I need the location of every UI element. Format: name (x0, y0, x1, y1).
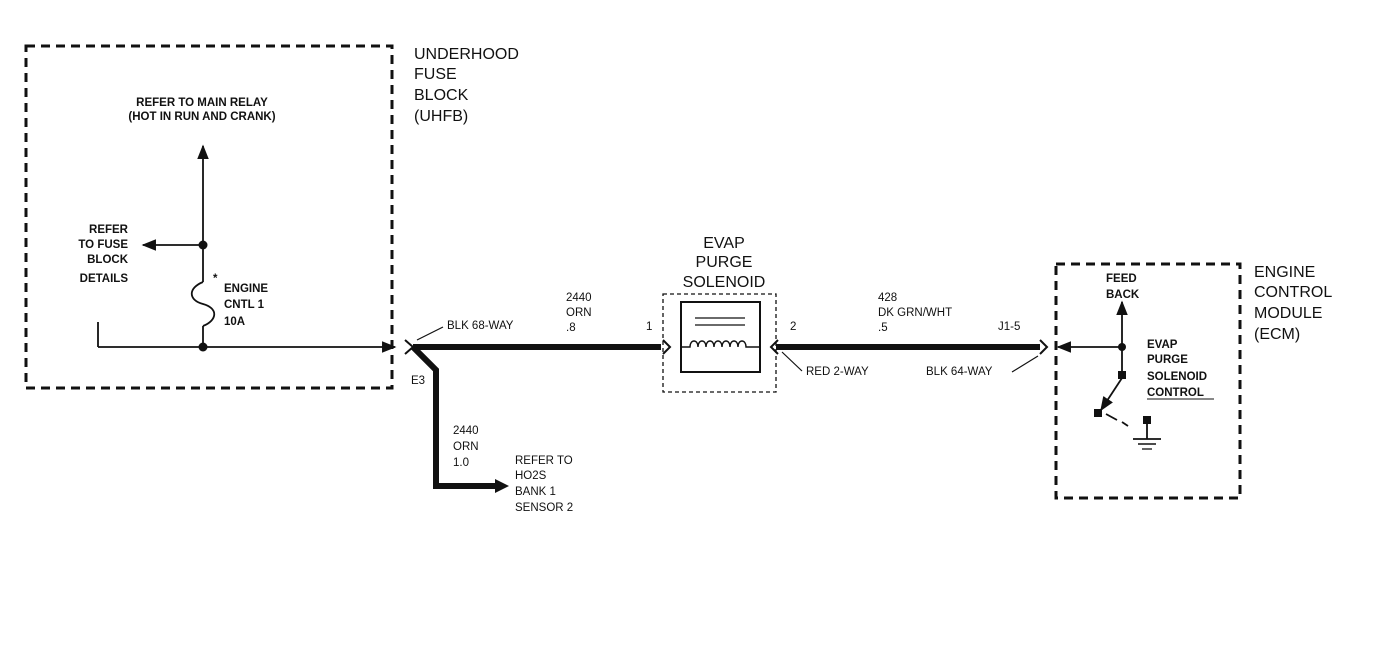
svg-text:MODULE: MODULE (1254, 305, 1322, 322)
fuse-label: * ENGINE CNTL 1 10A (213, 273, 268, 328)
uhfb-box (24, 44, 394, 390)
solenoid-title: EVAP PURGE SOLENOID (683, 235, 766, 291)
ecm-connector-label: BLK 64-WAY (926, 366, 993, 378)
svg-text:(HOT IN RUN AND CRANK): (HOT IN RUN AND CRANK) (128, 111, 275, 123)
svg-text:BACK: BACK (1106, 289, 1140, 301)
svg-text:428: 428 (878, 292, 897, 304)
feedback-label: FEED BACK (1106, 273, 1140, 301)
solenoid-coil-icon (681, 340, 760, 348)
svg-text:REFER TO: REFER TO (515, 455, 573, 467)
solenoid-conn-right-icon (769, 339, 779, 355)
solenoid-pin-1: 1 (646, 321, 652, 333)
ho2s-arrow (495, 479, 509, 493)
svg-text:PURGE: PURGE (1147, 354, 1188, 366)
svg-text:(ECM): (ECM) (1254, 326, 1300, 343)
svg-text:ENGINE: ENGINE (1254, 264, 1315, 281)
svg-text:SOLENOID: SOLENOID (683, 274, 766, 291)
svg-text:2440: 2440 (453, 425, 479, 437)
svg-text:1.0: 1.0 (453, 457, 469, 469)
driver-switch-icon (1100, 377, 1123, 412)
purge-control-label: EVAP PURGE SOLENOID CONTROL (1147, 339, 1207, 399)
svg-text:DK GRN/WHT: DK GRN/WHT (878, 307, 952, 319)
wire-2440-orn-10 (410, 344, 498, 489)
ecm-pin: J1-5 (998, 321, 1020, 333)
svg-text:BLOCK: BLOCK (414, 87, 469, 104)
svg-text:2440: 2440 (566, 292, 592, 304)
svg-text:(UHFB): (UHFB) (414, 108, 468, 125)
solenoid-pin-2: 2 (790, 321, 796, 333)
ecm-title: ENGINE CONTROL MODULE (ECM) (1254, 264, 1332, 343)
svg-text:CONTROL: CONTROL (1254, 284, 1332, 301)
connector-c1-pin: E3 (411, 375, 425, 387)
svg-text:BANK 1: BANK 1 (515, 486, 556, 498)
ecm-conn-icon (1039, 339, 1049, 355)
fuse-block-reference: REFER TO FUSE BLOCK DETAILS (78, 224, 128, 285)
connector-c1-icon (404, 339, 415, 355)
solenoid-connector-label: RED 2-WAY (806, 366, 869, 378)
fuse-icon (190, 281, 216, 327)
svg-text:HO2S: HO2S (515, 470, 547, 482)
main-relay-reference: REFER TO MAIN RELAY (HOT IN RUN AND CRAN… (128, 97, 275, 123)
svg-text:SENSOR 2: SENSOR 2 (515, 502, 573, 514)
wire-w2-label: 2440 ORN 1.0 (453, 425, 479, 469)
wire-w3-label: 428 DK GRN/WHT .5 (878, 292, 952, 334)
svg-text:DETAILS: DETAILS (80, 273, 129, 285)
svg-text:ENGINE: ENGINE (224, 283, 268, 295)
svg-text:ORN: ORN (453, 441, 479, 453)
uhfb-title: UNDERHOOD FUSE BLOCK (UHFB) (414, 46, 519, 125)
svg-text:.8: .8 (566, 322, 576, 334)
ecm-box (1054, 262, 1242, 500)
svg-text:CONTROL: CONTROL (1147, 387, 1204, 399)
svg-text:*: * (213, 273, 218, 285)
splice-bottom (198, 342, 208, 352)
svg-text:CNTL 1: CNTL 1 (224, 299, 265, 311)
svg-text:10A: 10A (224, 316, 245, 328)
svg-text:.5: .5 (878, 322, 888, 334)
svg-text:EVAP: EVAP (703, 235, 745, 252)
wire-w1-label: 2440 ORN .8 (566, 292, 592, 334)
svg-text:BLOCK: BLOCK (87, 254, 129, 266)
connector-c1-label: BLK 68-WAY (447, 320, 514, 332)
svg-text:TO FUSE: TO FUSE (78, 239, 128, 251)
svg-text:PURGE: PURGE (696, 254, 753, 271)
solenoid-conn-left-icon (662, 339, 672, 355)
svg-text:FEED: FEED (1106, 273, 1137, 285)
svg-text:UNDERHOOD: UNDERHOOD (414, 46, 519, 63)
svg-text:REFER TO MAIN RELAY: REFER TO MAIN RELAY (136, 97, 268, 109)
ho2s-reference: REFER TO HO2S BANK 1 SENSOR 2 (515, 455, 573, 514)
solenoid-body (680, 301, 761, 373)
svg-text:SOLENOID: SOLENOID (1147, 371, 1207, 383)
svg-text:REFER: REFER (89, 224, 129, 236)
svg-text:ORN: ORN (566, 307, 592, 319)
svg-text:EVAP: EVAP (1147, 339, 1178, 351)
ground-icon (1133, 438, 1161, 450)
svg-text:FUSE: FUSE (414, 66, 457, 83)
